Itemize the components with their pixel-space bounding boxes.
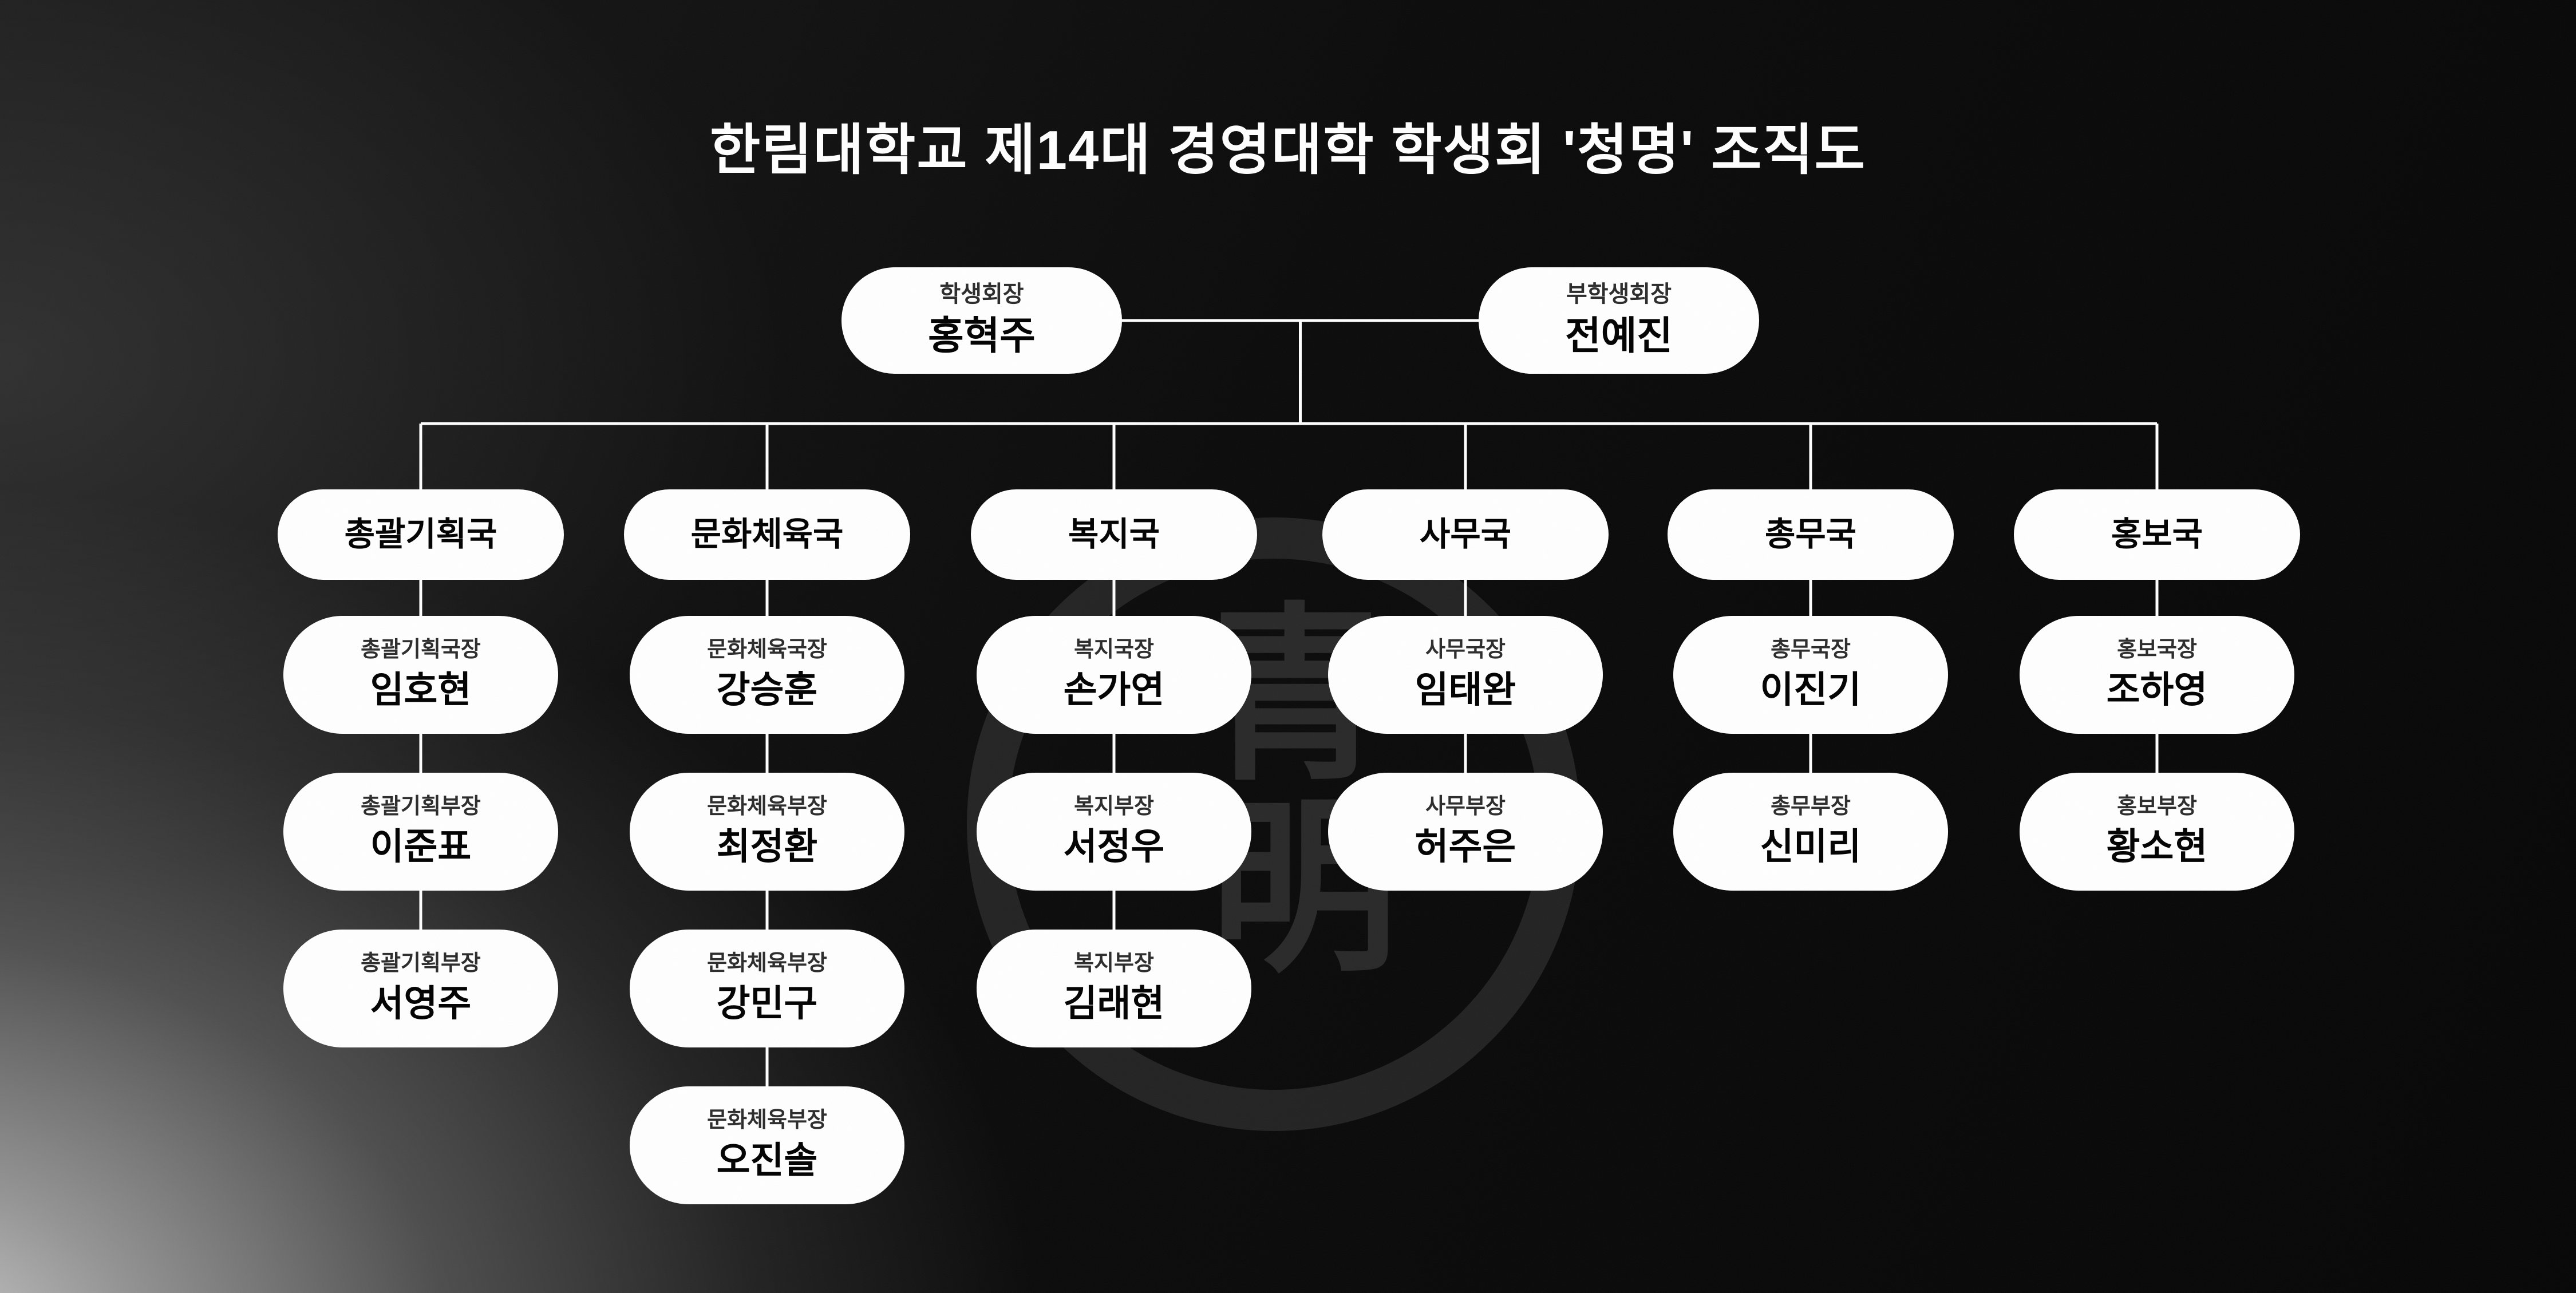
name-label: 이진기 [1760, 669, 1862, 711]
role-label: 문화체육국장 [707, 637, 827, 662]
role-label: 문화체육부장 [707, 1108, 827, 1132]
department-label: 사무국 [1419, 516, 1512, 553]
department-node: 사무국 [1322, 489, 1609, 580]
role-label: 총무부장 [1771, 794, 1851, 818]
department-label: 복지국 [1068, 516, 1160, 553]
name-label: 신미리 [1760, 826, 1862, 868]
role-label: 문화체육부장 [707, 794, 827, 818]
name-label: 오진솔 [716, 1140, 818, 1181]
department-node: 총무국 [1668, 489, 1954, 580]
name-label: 전예진 [1565, 314, 1673, 358]
name-label: 임태완 [1415, 669, 1516, 711]
role-label: 총괄기획국장 [361, 637, 481, 662]
department-label: 문화체육국 [690, 516, 844, 553]
role-label: 복지부장 [1074, 951, 1154, 975]
name-label: 허주은 [1415, 826, 1516, 868]
name-label: 이준표 [370, 826, 472, 868]
department-node: 복지국 [971, 489, 1257, 580]
role-label: 사무부장 [1425, 794, 1506, 818]
role-label: 총괄기획부장 [361, 951, 481, 975]
name-label: 임호현 [370, 669, 472, 711]
name-label: 김래현 [1063, 983, 1165, 1025]
role-label: 홍보부장 [2117, 794, 2197, 818]
name-label: 최정환 [716, 826, 818, 868]
name-label: 홍혁주 [928, 314, 1036, 358]
name-label: 손가연 [1063, 669, 1165, 711]
name-label: 조하영 [2106, 669, 2208, 711]
role-label: 홍보국장 [2117, 637, 2197, 662]
role-label: 학생회장 [939, 282, 1024, 307]
department-node: 홍보국 [2014, 489, 2300, 580]
role-label: 총괄기획부장 [361, 794, 481, 818]
role-label: 사무국장 [1425, 637, 1506, 662]
name-label: 강민구 [716, 983, 818, 1025]
role-label: 복지부장 [1074, 794, 1154, 818]
role-label: 부학생회장 [1566, 282, 1672, 307]
name-label: 황소현 [2106, 826, 2208, 868]
department-label: 총괄기획국 [344, 516, 497, 553]
name-label: 서정우 [1063, 826, 1165, 868]
role-label: 문화체육부장 [707, 951, 827, 975]
department-label: 총무국 [1764, 516, 1857, 553]
department-node: 문화체육국 [624, 489, 910, 580]
page-title: 한림대학교 제14대 경영대학 학생회 '청명' 조직도 [710, 120, 1866, 181]
role-label: 복지국장 [1074, 637, 1154, 662]
name-label: 강승훈 [716, 669, 818, 711]
name-label: 서영주 [370, 983, 472, 1025]
role-label: 총무국장 [1771, 637, 1851, 662]
department-node: 총괄기획국 [278, 489, 564, 580]
department-label: 홍보국 [2111, 516, 2203, 553]
